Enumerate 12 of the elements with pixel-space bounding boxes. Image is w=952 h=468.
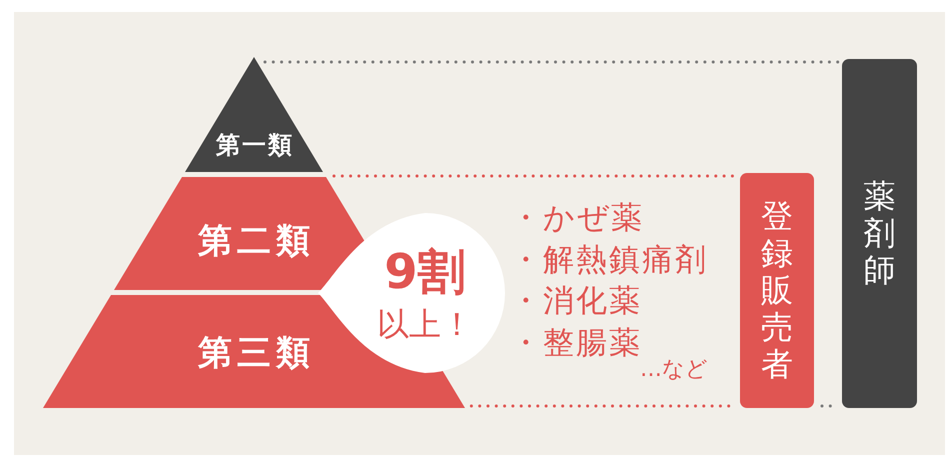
- vertical-label-box: 登録販売者: [740, 173, 814, 408]
- dotted-line: [264, 60, 840, 64]
- callout-heading: 9割: [384, 246, 466, 298]
- list-item: ・解熱鎮痛剤: [510, 242, 708, 278]
- list-item: ・消化薬: [510, 284, 642, 318]
- pyramid-tier: 第一類: [185, 57, 323, 172]
- list-item: ・整腸薬: [510, 326, 642, 360]
- pyramid-tier: 第二類: [114, 177, 366, 290]
- list-item: ・かぜ薬: [510, 200, 644, 236]
- speech-bubble: [318, 213, 505, 373]
- vertical-label-box: 薬剤師: [842, 59, 917, 408]
- note-text: …など: [640, 357, 708, 383]
